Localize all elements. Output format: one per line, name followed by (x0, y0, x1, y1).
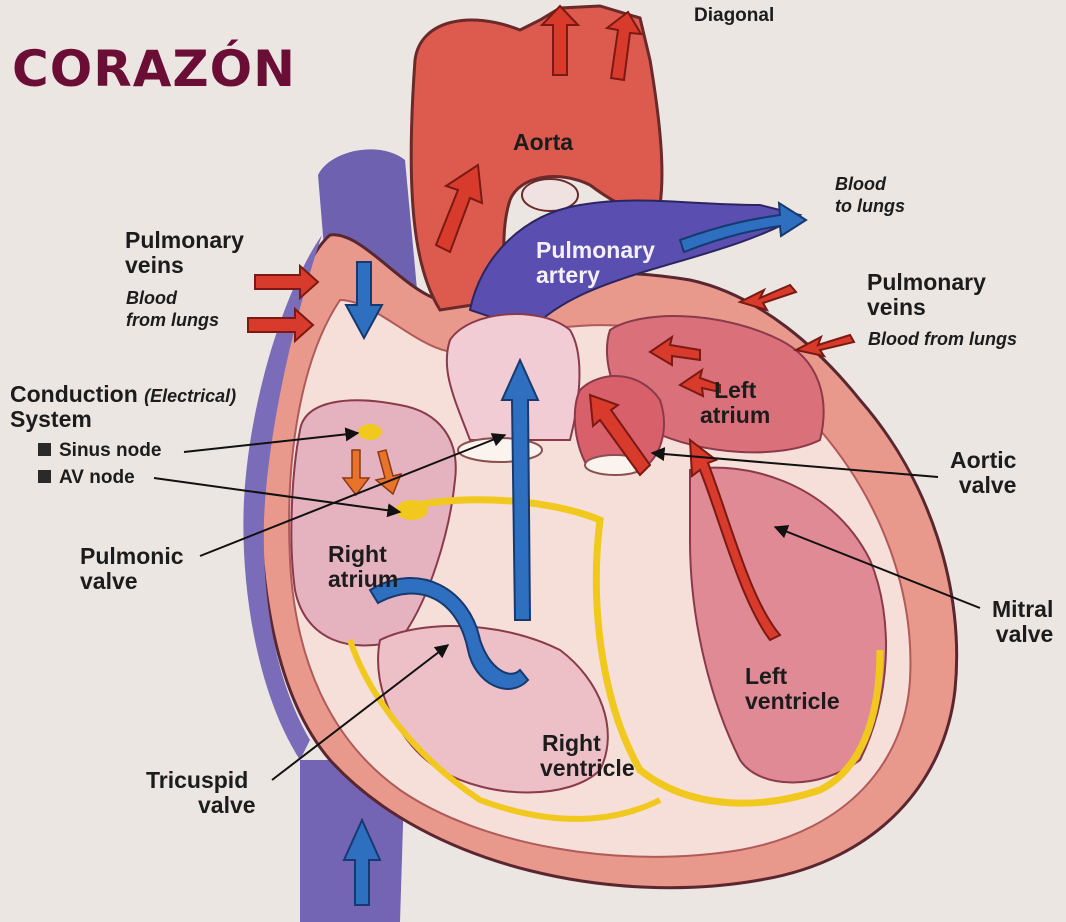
av-node-marker (396, 500, 428, 520)
label-aorta: Aorta (513, 130, 573, 155)
label-av-node: AV node (38, 468, 135, 489)
label-pulmonary-artery: Pulmonary artery (536, 238, 655, 288)
label-blood-from-lungs-left: Blood from lungs (126, 288, 219, 331)
label-blood-to-lungs: Blood to lungs (835, 174, 905, 217)
label-right-ventricle: Right ventricle (540, 731, 635, 781)
label-mitral-valve: Mitral valve (992, 597, 1053, 647)
label-tricuspid-valve: Tricuspid valve (146, 768, 256, 818)
label-right-atrium: Right atrium (328, 542, 398, 592)
label-sinus-node: Sinus node (38, 441, 161, 462)
page-title: CORAZÓN (12, 40, 296, 98)
label-pulmonary-veins-left: Pulmonary veins (125, 228, 244, 278)
sinus-node-marker (358, 424, 382, 440)
label-left-ventricle: Left ventricle (745, 664, 840, 714)
label-left-atrium: Left atrium (700, 378, 770, 428)
label-blood-from-lungs-right: Blood from lungs (868, 329, 1017, 351)
label-aortic-valve: Aortic valve (950, 448, 1016, 498)
label-pulmonary-veins-right: Pulmonary veins (867, 270, 986, 320)
label-conduction-system: Conduction (Electrical) System (10, 382, 236, 432)
label-diagonal: Diagonal (694, 6, 774, 27)
label-pulmonic-valve: Pulmonic valve (80, 544, 184, 594)
bullet-icon (38, 443, 51, 456)
bullet-icon (38, 470, 51, 483)
